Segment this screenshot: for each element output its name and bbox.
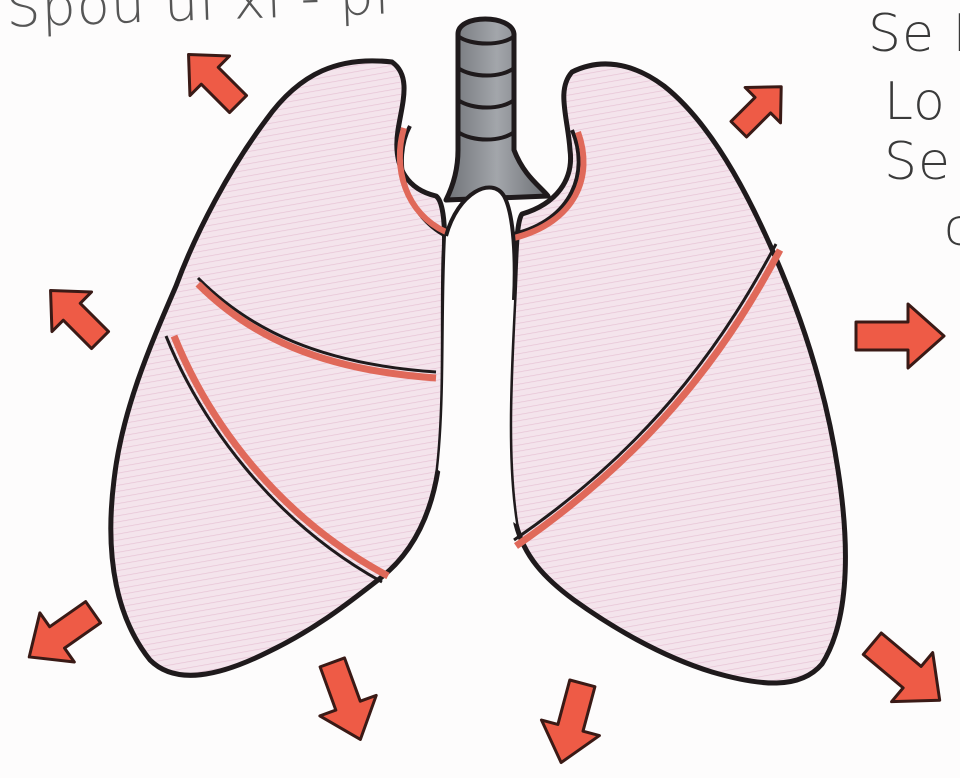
arrow-icon-top-left	[169, 35, 258, 124]
arrow-icon-right	[856, 304, 944, 368]
arrow-icon-bottom-right	[852, 619, 960, 725]
trachea-icon	[446, 19, 548, 200]
arrow-icon-top-right	[721, 69, 799, 147]
arrow-icon-bottom-left	[12, 588, 110, 682]
right-lung	[510, 64, 846, 683]
mediastinum-gap	[438, 187, 516, 524]
arrow-icon-bottom-center-left	[304, 652, 388, 750]
arrow-icon-left	[31, 271, 120, 360]
left-lung	[111, 61, 446, 676]
arrow-icon-bottom-center-right	[532, 676, 611, 771]
